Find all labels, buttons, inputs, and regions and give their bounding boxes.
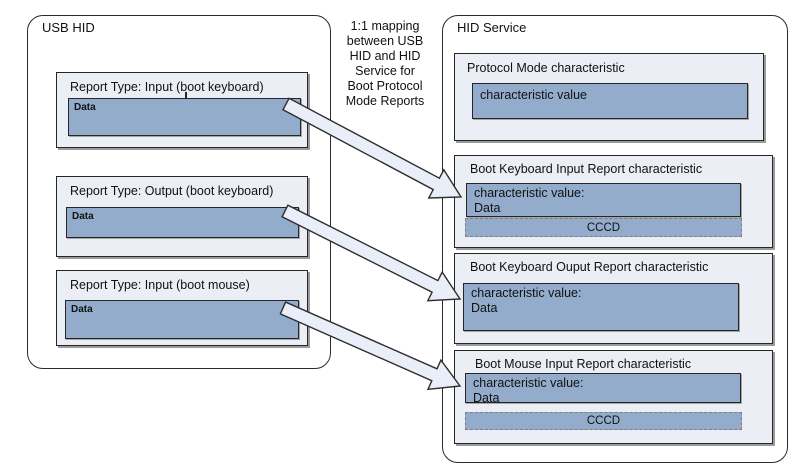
boot-keyboard-output-box: Boot Keyboard Ouput Report characteristi…	[454, 253, 773, 344]
report-output-keyboard-box: Report Type: Output (boot keyboard) Data	[56, 176, 308, 257]
hid-service-title: HID Service	[457, 20, 527, 35]
report-input-keyboard-data-box: Data	[68, 98, 301, 136]
data-label: Data	[74, 102, 96, 113]
report-input-mouse-box: Report Type: Input (boot mouse) Data	[56, 270, 308, 346]
boot-keyboard-output-value-box: characteristic value: Data	[463, 283, 739, 331]
cccd-label: CCCD	[586, 221, 621, 234]
protocol-mode-value-box: characteristic value	[472, 83, 748, 119]
boot-keyboard-input-value-label: characteristic value: Data	[474, 186, 585, 215]
report-input-keyboard-box: Report Type: Input (boot keyboard) Data	[56, 72, 308, 148]
cccd-label: CCCD	[586, 415, 621, 427]
boot-keyboard-input-box: Boot Keyboard Input Report characteristi…	[454, 155, 773, 248]
boot-keyboard-output-value-label: characteristic value: Data	[471, 286, 582, 315]
report-input-keyboard-title: Report Type: Input (boot keyboard)	[70, 80, 264, 94]
boot-mouse-input-box: Boot Mouse Input Report characteristic c…	[454, 350, 773, 444]
report-output-keyboard-title: Report Type: Output (boot keyboard)	[70, 184, 274, 198]
boot-mouse-input-title: Boot Mouse Input Report characteristic	[475, 357, 692, 371]
connector-tick	[185, 92, 187, 99]
report-input-mouse-data-box: Data	[65, 300, 299, 339]
hid-service-container: HID Service Protocol Mode characteristic…	[442, 15, 788, 463]
data-label: Data	[71, 304, 93, 315]
boot-keyboard-input-cccd-box: CCCD	[465, 218, 742, 237]
protocol-mode-value-label: characteristic value	[480, 88, 587, 102]
usb-hid-title: USB HID	[42, 20, 95, 35]
usb-hid-container: USB HID Report Type: Input (boot keyboar…	[27, 15, 331, 369]
boot-keyboard-input-value-box: characteristic value: Data	[466, 183, 741, 217]
boot-keyboard-output-title: Boot Keyboard Ouput Report characteristi…	[470, 260, 709, 274]
report-input-mouse-title: Report Type: Input (boot mouse)	[70, 278, 250, 292]
data-label: Data	[72, 211, 94, 222]
protocol-mode-title: Protocol Mode characteristic	[467, 61, 625, 75]
report-output-keyboard-data-box: Data	[66, 207, 299, 238]
boot-mouse-input-value-label: characteristic value: Data	[473, 376, 584, 405]
protocol-mode-box: Protocol Mode characteristic characteris…	[454, 53, 764, 141]
mapping-note: 1:1 mapping between USB HID and HID Serv…	[345, 19, 425, 108]
boot-keyboard-input-title: Boot Keyboard Input Report characteristi…	[470, 162, 703, 176]
boot-mouse-input-cccd-box: CCCD	[465, 412, 742, 430]
boot-mouse-input-value-box: characteristic value: Data	[465, 373, 741, 405]
